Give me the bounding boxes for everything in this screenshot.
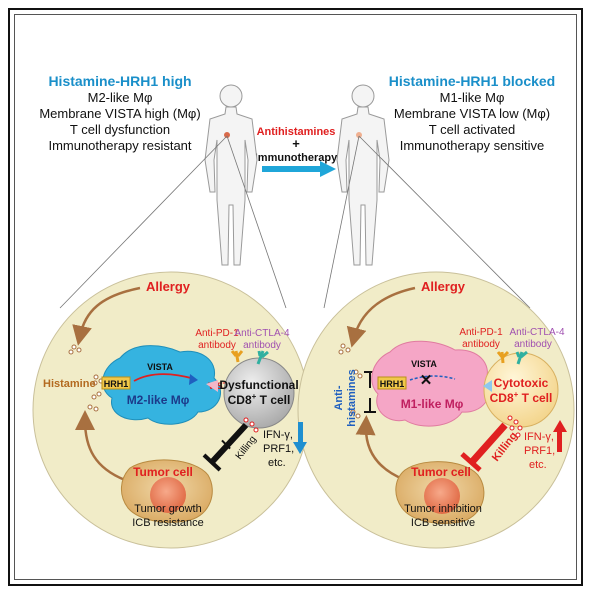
right-antihistamines-line1: Anti-	[333, 385, 345, 410]
left-tumor-nucleus	[150, 477, 186, 513]
right-up-arrow-icon	[553, 420, 567, 452]
right-tumor-nucleus	[424, 478, 460, 514]
right-tcell	[483, 352, 559, 428]
left-antictla4-line2: antibody	[243, 340, 281, 351]
right-vista-arrow	[409, 375, 456, 381]
left-line-1: M2-like Mφ	[88, 90, 153, 105]
right-tcell-line1: Cytotoxic	[494, 376, 549, 390]
right-antipd1-line1: Anti-PD-1	[459, 327, 503, 338]
left-down-arrow-icon	[293, 422, 307, 454]
right-line-3: T cell activated	[429, 122, 515, 137]
left-human-figure	[204, 84, 258, 266]
right-tumor-histamine-arrow	[355, 415, 406, 482]
m1-macrophage-shape	[371, 340, 490, 427]
right-tcell-line2: CD8+ T cell	[490, 390, 553, 405]
right-antihistamines-line2: histamines	[346, 369, 358, 426]
right-tcell-receptor	[483, 380, 492, 392]
right-title: Histamine-HRH1 blocked	[389, 73, 555, 89]
right-caption-1: Tumor inhibition	[404, 503, 482, 515]
left-tcell-line2: CD8+ T cell	[228, 392, 291, 407]
right-vista-cross-icon: ✕	[420, 372, 433, 389]
right-line-2: Membrane VISTA low (Mφ)	[394, 106, 550, 121]
left-killing-inhibit-bar	[202, 453, 222, 472]
left-caption-2: ICB resistance	[132, 517, 204, 529]
right-line-1: M1-like Mφ	[440, 90, 505, 105]
left-killing-inhibit-line	[209, 422, 249, 465]
inner-border	[14, 14, 577, 580]
left-antictla4-line1: Anti-CTLA-4	[234, 328, 289, 339]
left-vista-top-label: VISTA	[147, 362, 173, 372]
antihistamines-label: Antihistamines	[257, 126, 336, 138]
right-antipd1-antibody-icon	[496, 350, 510, 364]
left-antipd1-line2: antibody	[198, 340, 236, 351]
right-vista-label: VISTA	[411, 359, 437, 369]
left-histamine-label: Histamine	[43, 378, 96, 390]
treatment-arrow	[262, 161, 336, 177]
left-vista-right-label: VISTA	[208, 381, 234, 391]
right-killing-line	[469, 422, 508, 465]
right-allergy-label: Allergy	[421, 279, 466, 294]
left-line-3: T cell dysfunction	[70, 122, 170, 137]
right-cytokine-dots	[507, 415, 523, 438]
left-allergy-label: Allergy	[146, 279, 191, 294]
left-title: Histamine-HRH1 high	[48, 73, 191, 89]
immunotherapy-label: Immunotherapy	[255, 152, 338, 164]
left-cytokine-3: etc.	[268, 457, 286, 469]
right-allergy-arrow	[346, 286, 416, 348]
left-cytokine-2: PRF1,	[263, 443, 294, 455]
left-hrh1-label: HRH1	[104, 379, 129, 389]
plus-label: +	[292, 136, 300, 151]
m1-label: M1-like Mφ	[401, 397, 464, 411]
left-tcell-line1: Dysfunctional	[219, 378, 298, 392]
right-killing-bar	[460, 452, 482, 472]
m2-label: M2-like Mφ	[127, 393, 190, 407]
left-tumor-histamine-arrow	[75, 410, 126, 482]
left-vista-contact	[206, 380, 218, 392]
right-cytokine-2: PRF1,	[524, 445, 555, 457]
left-antipd1-line1: Anti-PD-1	[195, 328, 239, 339]
right-antictla4-line1: Anti-CTLA-4	[509, 327, 564, 338]
left-antipd1-antibody-icon	[230, 350, 244, 363]
left-line-2: Membrane VISTA high (Mφ)	[39, 106, 200, 121]
left-tumor-label: Tumor cell	[133, 465, 193, 479]
right-antictla4-antibody-icon	[515, 350, 528, 365]
right-human-figure	[336, 84, 390, 266]
right-hrh1-receptor	[377, 376, 407, 390]
left-allergy-arrow	[72, 286, 141, 346]
right-cytokine-1: IFN-γ,	[524, 431, 554, 443]
left-caption-1: Tumor growth	[134, 503, 201, 515]
right-tumor-label: Tumor cell	[411, 465, 471, 479]
left-cytokine-1: IFN-γ,	[263, 429, 293, 441]
outer-border	[8, 8, 583, 586]
right-cytokine-3: etc.	[529, 459, 547, 471]
m2-macrophage-shape	[102, 345, 221, 425]
right-caption-2: ICB sensitive	[411, 517, 475, 529]
left-antictla4-antibody-icon	[256, 350, 269, 365]
right-antictla4-line2: antibody	[514, 339, 552, 350]
right-hrh1-label: HRH1	[380, 379, 405, 389]
zoom-lines	[59, 135, 531, 309]
left-line-4: Immunotherapy resistant	[48, 138, 191, 153]
left-hrh1-receptor	[101, 376, 131, 390]
left-killing-cross-icon: ✕	[220, 437, 233, 454]
right-line-4: Immunotherapy sensitive	[400, 138, 545, 153]
right-antipd1-line2: antibody	[462, 339, 500, 350]
left-cytokine-dots	[243, 417, 259, 433]
left-vista-arrow	[133, 373, 196, 382]
left-vista-arrowhead	[189, 374, 198, 385]
